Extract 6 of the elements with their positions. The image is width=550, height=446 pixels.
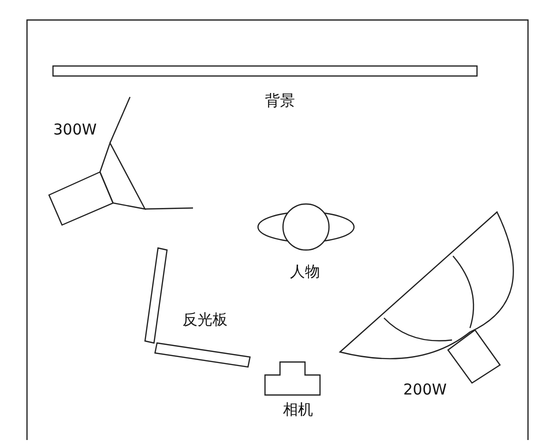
reflector-label: 反光板	[182, 312, 228, 328]
subject-label: 人物	[290, 264, 320, 280]
wattage-label: 200W	[403, 382, 447, 398]
camera-label: 相机	[283, 402, 313, 418]
backdrop-label: 背景	[265, 94, 295, 108]
wattage-label: 300W	[53, 122, 97, 138]
